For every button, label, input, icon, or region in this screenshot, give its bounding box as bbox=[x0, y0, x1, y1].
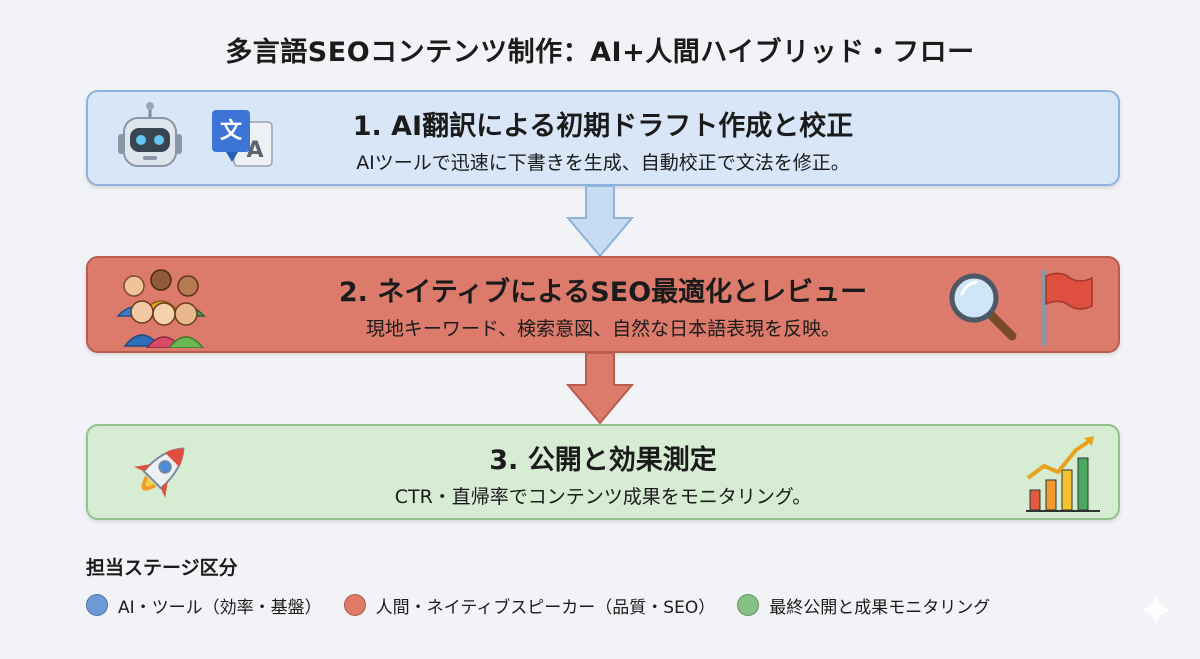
stage-2-desc: 現地キーワード、検索意図、自然な日本語表現を反映。 bbox=[365, 318, 841, 340]
legend-label: AI・ツール（効率・基盤） bbox=[118, 597, 322, 618]
stage-3-desc: CTR・直帰率でコンテンツ成果をモニタリング。 bbox=[394, 486, 812, 508]
magnifier-icon bbox=[949, 273, 1017, 341]
stage-2-title: 2. ネイティブによるSEO最適化とレビュー bbox=[338, 277, 868, 308]
legend-label: 人間・ネイティブスピーカー（品質・SEO） bbox=[375, 597, 716, 618]
legend-dot-green bbox=[737, 594, 760, 616]
legend-dot-blue bbox=[86, 594, 108, 616]
legend-title: 担当ステージ区分 bbox=[86, 557, 238, 579]
translate-icon-char-1: 文 bbox=[220, 118, 243, 144]
arrow-down-icon bbox=[566, 353, 634, 425]
stage-1-box: 文 A 1. AI翻訳による初期ドラフト作成と校正 AIツールで迅速に下書きを生… bbox=[86, 90, 1120, 186]
legend-label: 最終公開と成果モニタリング bbox=[769, 597, 991, 618]
growth-chart-icon bbox=[1026, 436, 1100, 512]
translate-icon-char-2: A bbox=[246, 138, 263, 163]
translate-icon: 文 A bbox=[212, 110, 273, 167]
legend: AI・ツール（効率・基盤） 人間・ネイティブスピーカー（品質・SEO） 最終公開… bbox=[86, 591, 1012, 619]
robot-icon bbox=[118, 102, 182, 167]
stage-1-title: 1. AI翻訳による初期ドラフト作成と校正 bbox=[352, 111, 854, 142]
stage-1-desc: AIツールで迅速に下書きを生成、自動校正で文法を修正。 bbox=[356, 152, 850, 174]
stage-3-title: 3. 公開と効果測定 bbox=[489, 445, 717, 476]
sparkle-icon bbox=[1140, 594, 1172, 626]
stage-2-box: 2. ネイティブによるSEO最適化とレビュー 現地キーワード、検索意図、自然な日… bbox=[86, 256, 1120, 353]
stage-3-box: 3. 公開と効果測定 CTR・直帰率でコンテンツ成果をモニタリング。 bbox=[86, 424, 1120, 520]
legend-item-ai: AI・ツール（効率・基盤） bbox=[86, 593, 322, 618]
legend-item-publish: 最終公開と成果モニタリング bbox=[737, 593, 990, 618]
page-title: 多言語SEOコンテンツ制作：AI+人間ハイブリッド・フロー bbox=[225, 37, 975, 68]
rocket-icon bbox=[133, 447, 185, 499]
arrow-down-icon bbox=[566, 186, 634, 258]
people-group-icon bbox=[116, 269, 206, 348]
legend-dot-red bbox=[343, 594, 366, 616]
flag-icon bbox=[1041, 269, 1093, 347]
legend-item-human: 人間・ネイティブスピーカー（品質・SEO） bbox=[343, 593, 716, 618]
